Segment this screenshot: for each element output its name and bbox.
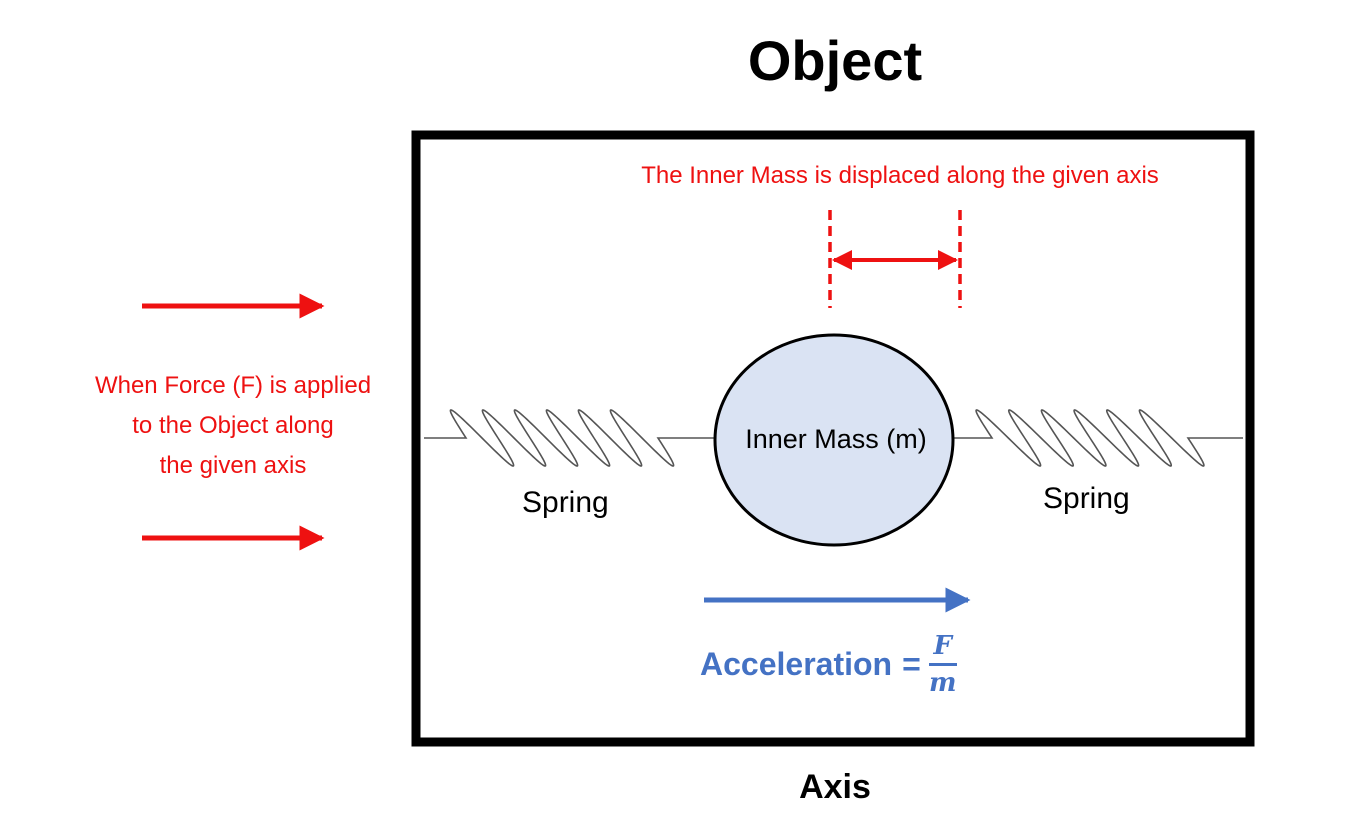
- fraction-denominator: m: [929, 667, 957, 698]
- object-frame: [411, 130, 1255, 747]
- fraction-bar: [928, 662, 957, 666]
- force-label-line-2: to the Object along: [132, 412, 334, 439]
- object-title: Object: [747, 29, 923, 92]
- force-label-line-1: When Force (F) is applied: [94, 372, 372, 399]
- spring-right-label: Spring: [1043, 482, 1130, 515]
- fraction-numerator: F: [933, 630, 952, 661]
- acceleration-formula: Acceleration = F m: [700, 628, 957, 700]
- spring-right: [954, 409, 1243, 467]
- inner-mass: [713, 333, 955, 547]
- force-label: When Force (F) is applied to the Object …: [60, 366, 406, 486]
- inner-mass-label: Inner Mass (m): [745, 424, 927, 454]
- spring-left: [424, 409, 716, 467]
- axis-label: Axis: [799, 768, 871, 806]
- displacement-label: The Inner Mass is displaced along the gi…: [641, 162, 1159, 189]
- acceleration-label: Acceleration: [700, 645, 893, 682]
- spring-left-label: Spring: [522, 486, 609, 519]
- equals-sign: =: [902, 645, 921, 682]
- force-label-line-3: the given axis: [159, 452, 307, 479]
- fraction: F m: [928, 630, 957, 698]
